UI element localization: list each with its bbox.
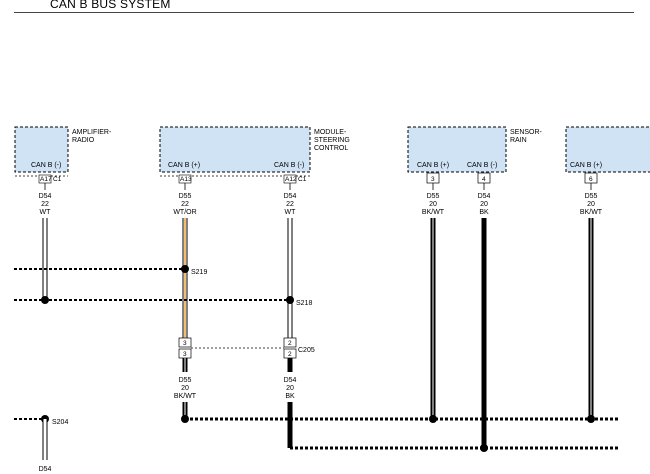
amplifier-name-line1: AMPLIFIER- [72, 129, 112, 136]
svg-text:BK/WT: BK/WT [422, 209, 445, 216]
svg-text:BK/WT: BK/WT [174, 393, 197, 400]
cavity-steering-minus: A12 C1 [283, 174, 307, 184]
junction-sensor-minus[interactable] [480, 444, 488, 452]
connector-c205[interactable]: 3 3 2 2 C205 [178, 337, 315, 359]
svg-text:BK: BK [479, 209, 489, 216]
steering-name-line1: MODULE- [314, 129, 347, 136]
svg-text:20: 20 [181, 385, 189, 392]
bus-lines[interactable] [14, 268, 620, 450]
steering-pin-minus-label: CAN B (-) [274, 162, 304, 169]
module-sensor-rain[interactable]: SENSOR- RAIN CAN B (+) CAN B (-) [407, 126, 543, 173]
splice-s218[interactable]: S218 [286, 296, 312, 307]
steering-pin-plus-label: CAN B (+) [168, 162, 200, 169]
amplifier-name-line2: RADIO [72, 137, 95, 144]
label-steer-plus: D55 22 WT/OR [173, 193, 196, 216]
svg-text:20: 20 [286, 385, 294, 392]
svg-text:BK: BK [285, 393, 295, 400]
splice-dot-amp[interactable] [41, 296, 49, 304]
connector-c1-amp: C1 [53, 176, 62, 183]
module-steering-control[interactable]: MODULE- STEERING CONTROL CAN B (+) CAN B… [159, 126, 350, 173]
svg-text:D55: D55 [585, 193, 598, 200]
svg-text:D55: D55 [427, 193, 440, 200]
svg-text:D55: D55 [179, 377, 192, 384]
svg-text:D54: D54 [284, 193, 297, 200]
svg-text:S219: S219 [191, 269, 207, 276]
label-steer-minus: D54 22 WT [284, 193, 297, 216]
cavity-partial-6: 6 [589, 176, 593, 183]
junction-sensor-plus[interactable] [429, 415, 437, 423]
svg-text:2: 2 [288, 351, 292, 358]
svg-text:2: 2 [288, 340, 292, 347]
svg-text:3: 3 [183, 340, 187, 347]
svg-text:C205: C205 [298, 347, 315, 354]
svg-text:BK/WT: BK/WT [580, 209, 603, 216]
module-amplifier-radio[interactable]: AMPLIFIER- RADIO CAN B (-) [14, 126, 112, 173]
cavity-a17: A17 [40, 176, 52, 183]
svg-text:S218: S218 [296, 300, 312, 307]
svg-text:22: 22 [286, 201, 294, 208]
sensor-name-line1: SENSOR- [510, 129, 543, 136]
sensor-pin-minus-label: CAN B (-) [467, 162, 497, 169]
s204-circuit-label: D54 [39, 466, 52, 473]
splice-s204[interactable]: S204 D54 [14, 415, 68, 473]
steering-name-line3: CONTROL [314, 145, 348, 152]
title-rule [14, 12, 634, 13]
junction-partial-plus[interactable] [587, 415, 595, 423]
cavity-partial: 6 [584, 172, 598, 184]
svg-text:WT: WT [40, 209, 52, 216]
sensor-pin-plus-label: CAN B (+) [417, 162, 449, 169]
splice-s219[interactable]: S219 [181, 265, 207, 276]
cavity-sensor-3: 3 [431, 176, 435, 183]
svg-text:3: 3 [183, 351, 187, 358]
connector-c1-steer: C1 [298, 176, 307, 183]
svg-text:S204: S204 [52, 419, 68, 426]
svg-text:D54: D54 [478, 193, 491, 200]
svg-text:D55: D55 [179, 193, 192, 200]
label-lower-plus: D55 20 BK/WT [174, 377, 197, 400]
cavity-sensor-4: 4 [482, 176, 486, 183]
svg-text:D54: D54 [284, 377, 297, 384]
svg-text:WT/OR: WT/OR [173, 209, 196, 216]
svg-text:22: 22 [181, 201, 189, 208]
cavity-amplifier: A17 C1 [38, 174, 62, 184]
steering-name-line2: STEERING [314, 137, 350, 144]
junction-lower-plus[interactable] [181, 415, 189, 423]
page-title: CAN B BUS SYSTEM [50, 0, 171, 11]
svg-text:22: 22 [41, 201, 49, 208]
label-sensor-minus: D54 20 BK [478, 193, 491, 216]
cavity-sensor-minus: 4 [477, 172, 491, 184]
svg-text:20: 20 [480, 201, 488, 208]
svg-text:WT: WT [285, 209, 297, 216]
label-partial-plus: D55 20 BK/WT [580, 193, 603, 216]
svg-text:20: 20 [429, 201, 437, 208]
label-amp-minus: D54 22 WT [39, 193, 52, 216]
cavity-steering-plus: A13 [178, 174, 192, 184]
svg-text:D54: D54 [39, 193, 52, 200]
partial-pin-label: CAN B (+) [570, 162, 602, 169]
sensor-name-line2: RAIN [510, 137, 527, 144]
cavity-sensor-plus: 3 [426, 172, 440, 184]
svg-text:20: 20 [587, 201, 595, 208]
cavity-a13: A13 [180, 176, 192, 183]
cavity-a12: A12 [285, 176, 297, 183]
amplifier-pin-label: CAN B (-) [31, 162, 61, 169]
label-sensor-plus: D55 20 BK/WT [422, 193, 445, 216]
label-lower-minus: D54 20 BK [284, 377, 297, 400]
module-partial-right[interactable]: CAN B (+) [565, 126, 650, 173]
